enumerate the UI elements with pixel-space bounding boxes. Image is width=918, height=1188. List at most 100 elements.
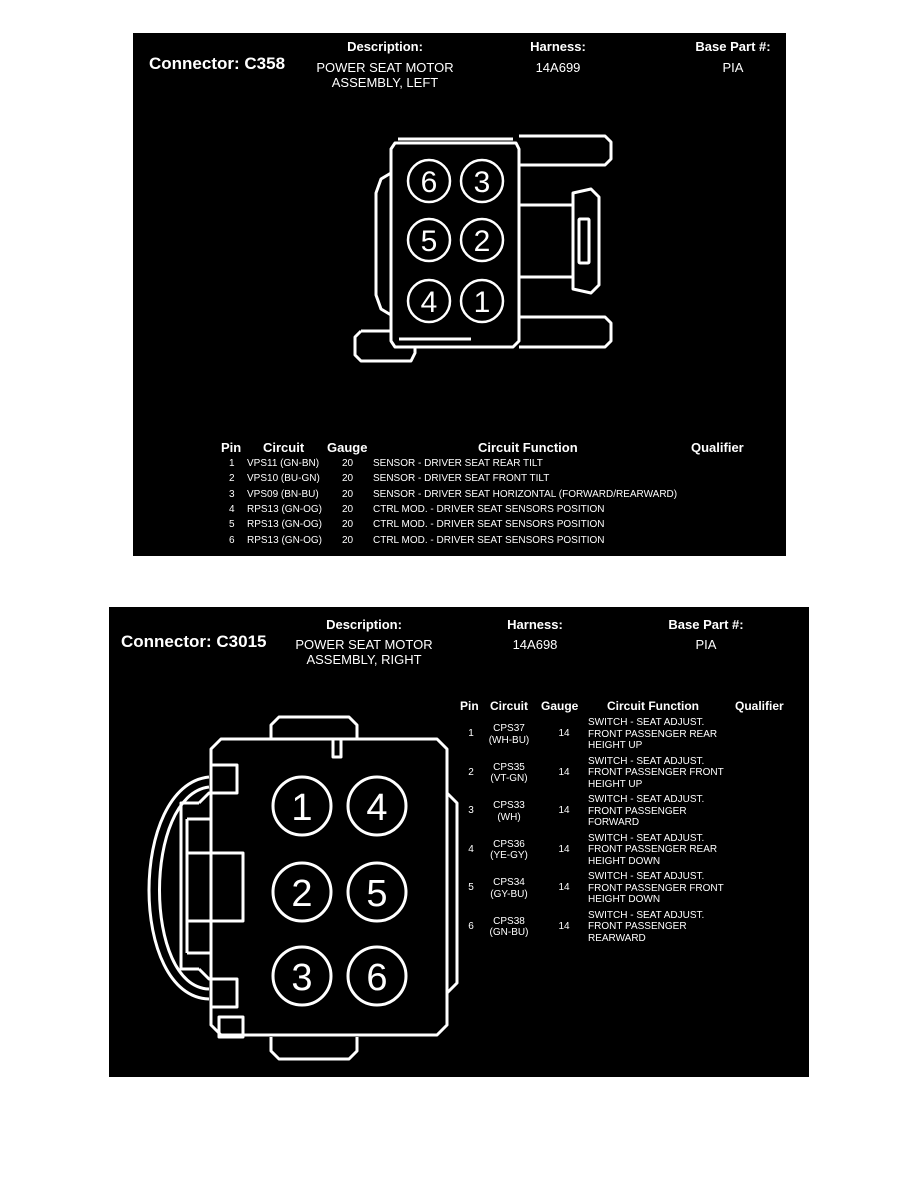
circuit-value: (VT-GN)	[490, 773, 528, 784]
circuit-function-value: REARWARD	[588, 932, 646, 944]
pin-number: 2	[468, 766, 474, 778]
circuit-value: VPS11 (GN-BN)	[247, 458, 320, 469]
circuit-value: CPS38	[493, 915, 525, 927]
circuit-function-value: FRONT PASSENGER FRONT	[588, 882, 724, 894]
gauge-value: 14	[558, 882, 570, 893]
connector-c3015-panel: Connector: C3015 Description: POWER SEAT…	[109, 607, 809, 1077]
connector-title: Connector: C358	[149, 54, 286, 73]
pin-label: 3	[291, 957, 312, 999]
pin-number: 6	[229, 534, 235, 546]
harness-value: 14A698	[512, 637, 558, 652]
circuit-function-value: HEIGHT DOWN	[588, 855, 661, 867]
base-part-value: PIA	[722, 60, 744, 75]
side-rib	[445, 791, 459, 995]
circuit-function-value: SWITCH - SEAT ADJUST.	[588, 794, 705, 805]
pin-number: 4	[229, 503, 235, 515]
pin-label: 2	[474, 225, 491, 258]
col-header-circuit: Circuit	[490, 699, 529, 713]
pin-number: 1	[229, 458, 235, 469]
connector-housing	[209, 737, 449, 1037]
circuit-function-value: CTRL MOD. - DRIVER SEAT SENSORS POSITION	[373, 519, 605, 531]
circuit-value: (GN-BU)	[489, 927, 529, 938]
circuit-function-value: FORWARD	[588, 817, 640, 828]
gauge-value: 14	[558, 920, 570, 932]
pin-label: 1	[474, 286, 491, 319]
pin-cavity-3	[459, 158, 505, 204]
pin-cavity-5	[406, 217, 452, 263]
circuit-function-value: SWITCH - SEAT ADJUST.	[588, 909, 705, 921]
harness-label: Harness:	[507, 617, 563, 632]
pin-cavity-1	[271, 775, 333, 837]
circuit-value: RPS13 (GN-OG)	[247, 534, 323, 546]
pin-label: 4	[421, 286, 438, 319]
pin-cavity-4	[346, 775, 408, 837]
circuit-function-value: SWITCH - SEAT ADJUST.	[588, 755, 705, 767]
col-header-pin: Pin	[221, 440, 242, 455]
circuit-function-value: CTRL MOD. - DRIVER SEAT SENSORS POSITION	[373, 503, 605, 515]
description-line-2: ASSEMBLY, LEFT	[331, 75, 439, 90]
gauge-value: 14	[558, 805, 570, 816]
circuit-function-value: FRONT PASSENGER FRONT	[588, 767, 724, 778]
col-header-gauge: Gauge	[327, 440, 368, 455]
pin-label: 4	[366, 787, 387, 829]
description-label: Description:	[326, 617, 402, 632]
circuit-function-value: SWITCH - SEAT ADJUST.	[588, 717, 705, 728]
col-header-gauge: Gauge	[541, 699, 579, 713]
pin-cavity-2	[459, 217, 505, 263]
pin-label: 1	[291, 787, 312, 829]
circuit-value: CPS34	[493, 877, 525, 888]
gauge-value: 20	[342, 503, 354, 515]
col-header-pin: Pin	[460, 699, 479, 713]
gauge-value: 20	[342, 488, 354, 500]
center-latch	[519, 187, 601, 295]
pin-number: 3	[468, 805, 474, 816]
circuit-function-value: CTRL MOD. - DRIVER SEAT SENSORS POSITION	[373, 534, 605, 546]
circuit-value: CPS37	[493, 723, 525, 734]
col-header-circuit-function: Circuit Function	[607, 699, 699, 713]
gauge-value: 20	[342, 473, 354, 485]
pin-cavity-4	[406, 278, 452, 324]
circuit-function-value: FRONT PASSENGER REAR	[588, 728, 718, 740]
pin-label: 6	[421, 166, 438, 199]
circuit-function-value: SWITCH - SEAT ADJUST.	[588, 832, 705, 844]
pin-cavity-5	[346, 861, 408, 923]
gauge-value: 20	[342, 458, 354, 469]
gauge-value: 20	[342, 519, 354, 531]
circuit-function-value: HEIGHT UP	[588, 778, 643, 790]
pin-cavity-1	[459, 278, 505, 324]
circuit-value: CPS36	[493, 838, 525, 850]
circuit-function-value: FRONT PASSENGER REAR	[588, 844, 718, 855]
circuit-value: (WH)	[497, 811, 521, 823]
harness-value: 14A699	[535, 60, 581, 75]
pin-number: 3	[229, 488, 235, 500]
pin-number: 4	[468, 843, 474, 855]
lower-latch-arm	[519, 315, 613, 349]
circuit-value: (YE-GY)	[490, 850, 528, 861]
description-line-1: POWER SEAT MOTOR	[295, 637, 433, 652]
circuit-function-value: FRONT PASSENGER	[588, 805, 687, 817]
circuit-function-value: SENSOR - DRIVER SEAT FRONT TILT	[373, 473, 550, 485]
pin-number: 1	[468, 728, 474, 739]
harness-label: Harness:	[530, 39, 586, 54]
pin-label: 6	[366, 957, 387, 999]
pin-cavity-6	[406, 158, 452, 204]
pin-number: 6	[468, 920, 474, 932]
top-tab	[269, 715, 359, 739]
pin-number: 5	[468, 882, 474, 893]
gauge-value: 14	[558, 728, 570, 739]
description-line-2: ASSEMBLY, RIGHT	[306, 652, 422, 667]
bottom-tab	[269, 1037, 359, 1061]
circuit-function-value: SENSOR - DRIVER SEAT HORIZONTAL (FORWARD…	[373, 488, 678, 500]
gauge-value: 14	[558, 766, 570, 778]
pin-cavity-2	[271, 861, 333, 923]
pin-label: 3	[474, 166, 491, 199]
